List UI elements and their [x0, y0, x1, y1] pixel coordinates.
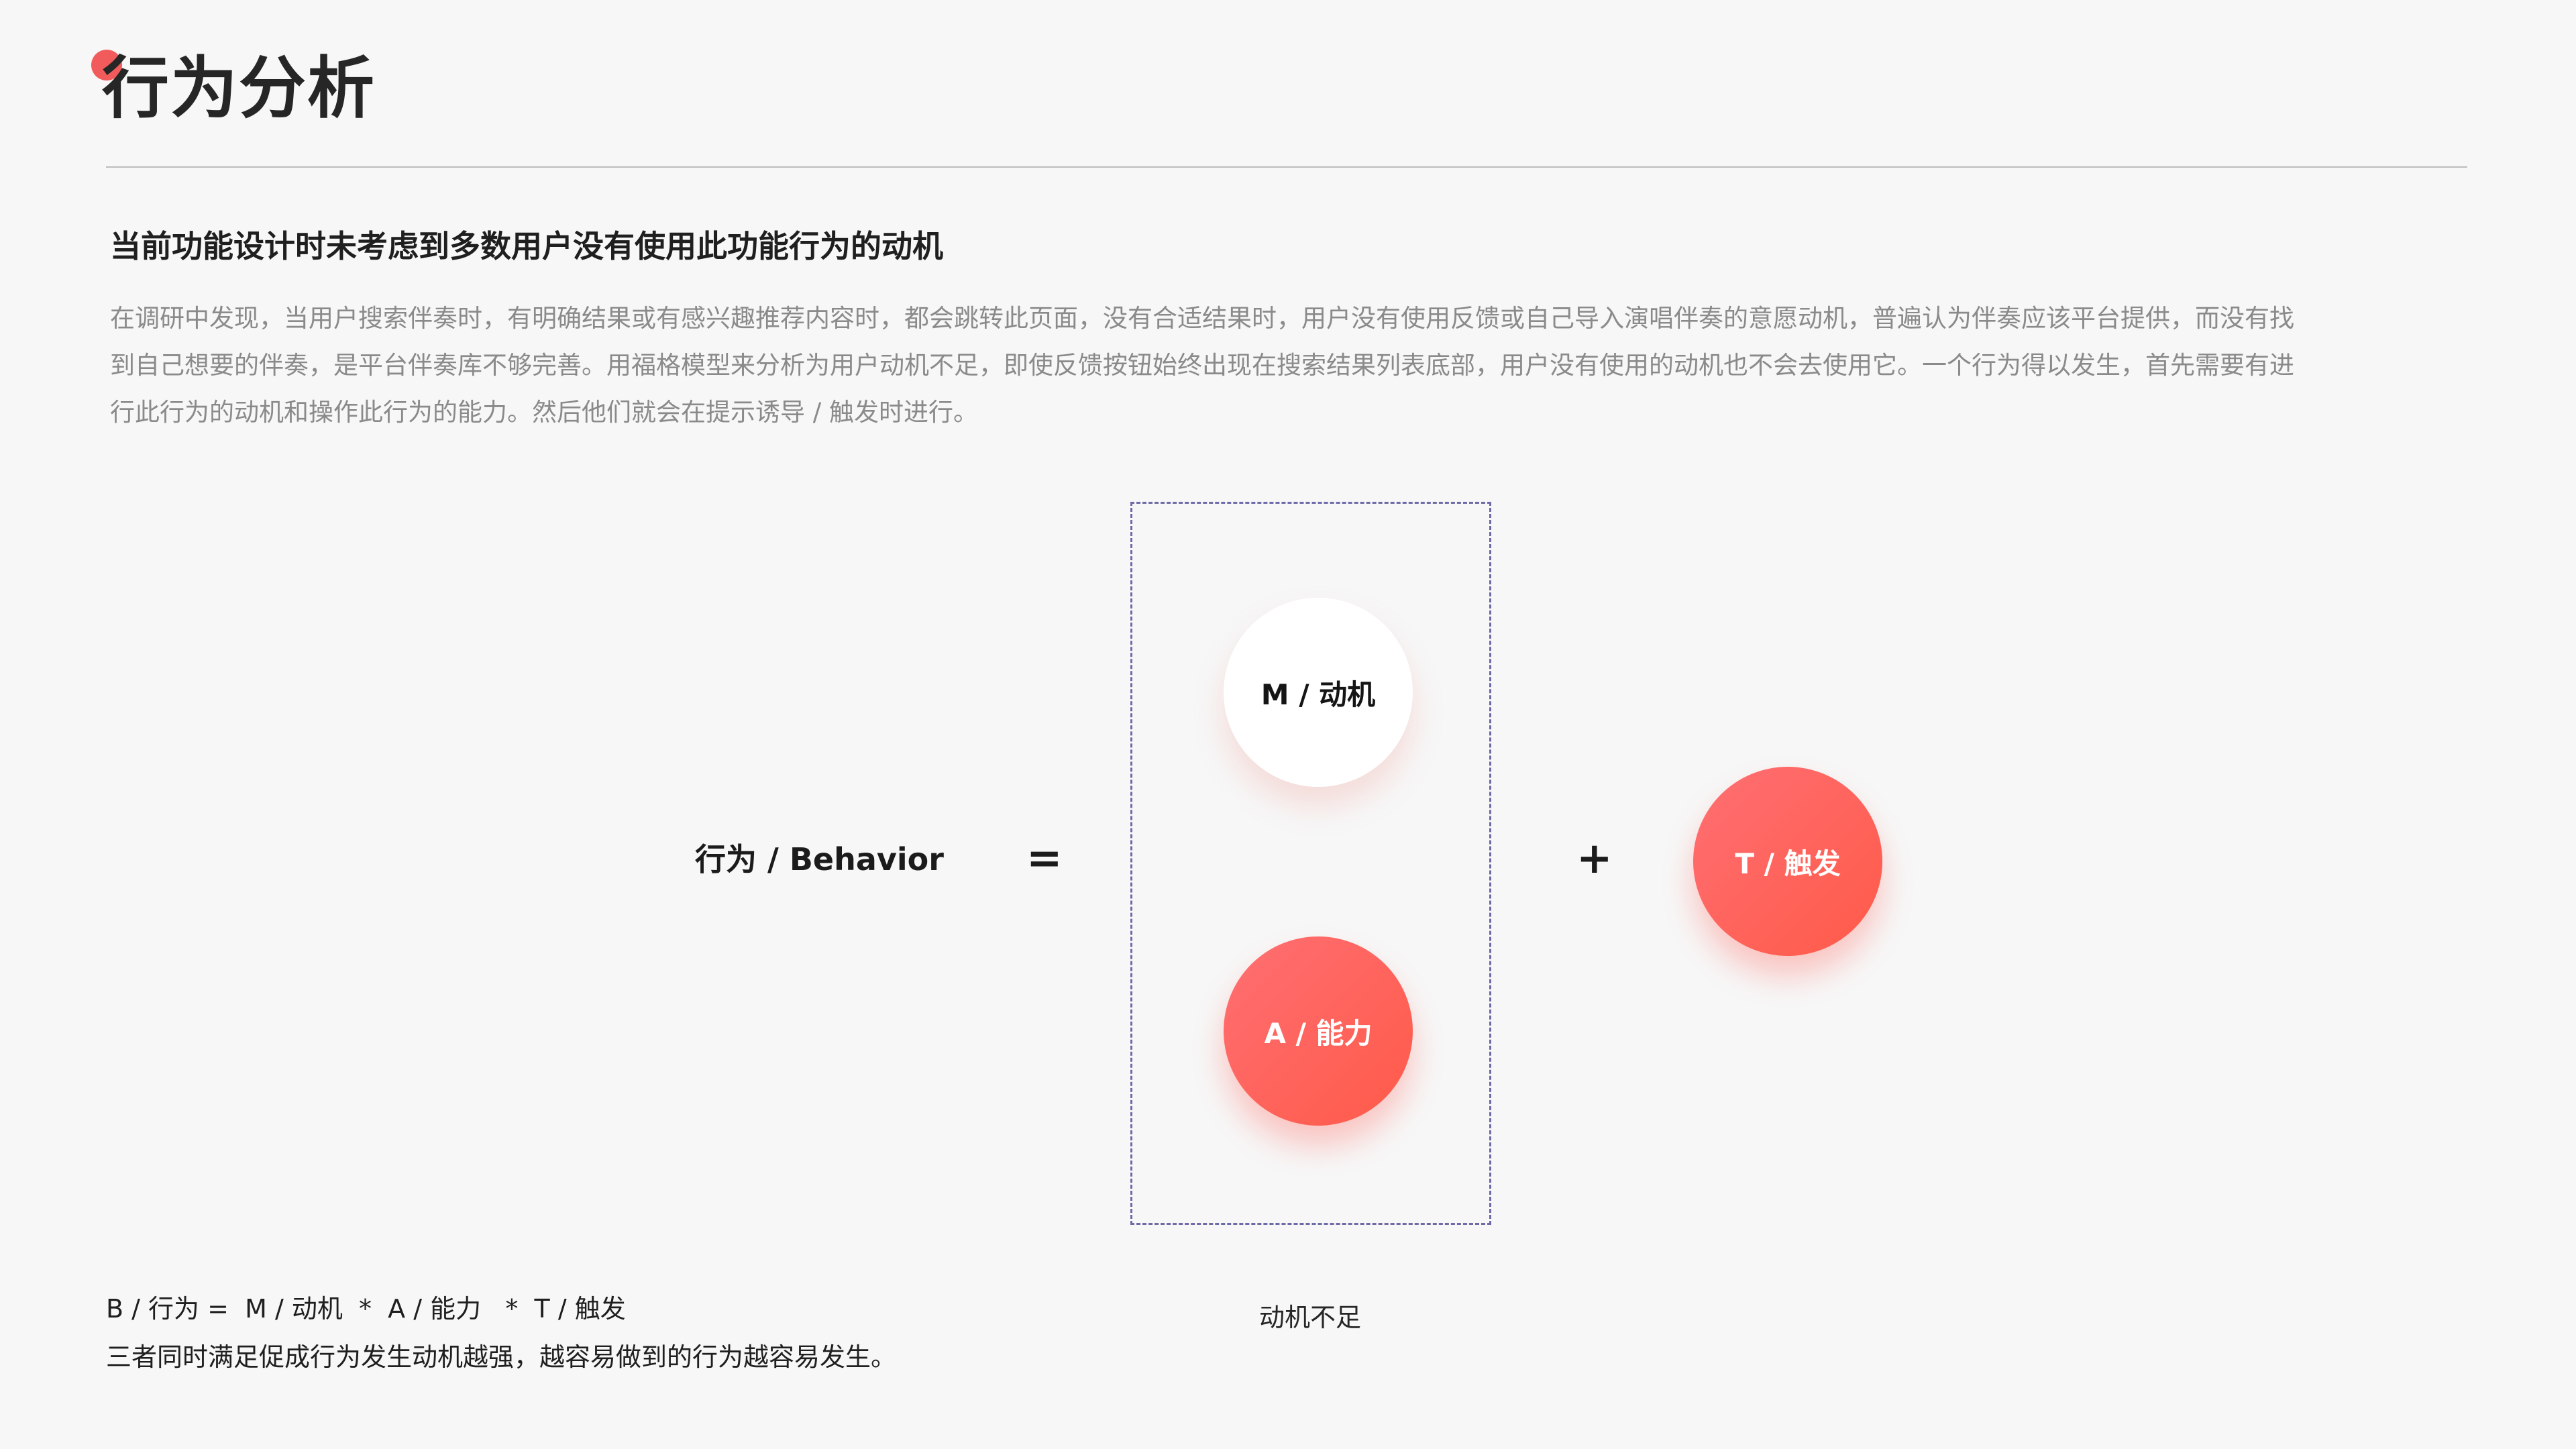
section-heading: 当前功能设计时未考虑到多数用户没有使用此功能行为的动机: [110, 228, 943, 264]
behavior-label: 行为 / Behavior: [695, 841, 944, 877]
motivation-circle: M / 动机: [1224, 598, 1413, 787]
formula-text: B / 行为 = M / 动机 * A / 能力 * T / 触发: [106, 1294, 626, 1324]
title-divider: [106, 166, 2467, 168]
equals-sign: =: [1026, 834, 1063, 883]
ability-circle: A / 能力: [1224, 936, 1413, 1126]
intro-paragraph-line: 行此行为的动机和操作此行为的能力。然后他们就会在提示诱导 / 触发时进行。: [110, 398, 978, 427]
trigger-circle: T / 触发: [1693, 767, 1882, 956]
ability-label: A / 能力: [1264, 1016, 1373, 1050]
conclusion-text: 三者同时满足促成行为发生动机越强，越容易做到的行为越容易发生。: [106, 1342, 897, 1372]
title-accent-dot: [91, 50, 122, 80]
plus-sign: +: [1576, 834, 1613, 883]
intro-paragraph-line: 在调研中发现，当用户搜索伴奏时，有明确结果或有感兴趣推荐内容时，都会跳转此页面，…: [110, 304, 2294, 333]
motivation-ability-group-box: [1130, 502, 1491, 1225]
motivation-label: M / 动机: [1260, 678, 1376, 711]
page-title: 行为分析: [102, 49, 376, 127]
intro-paragraph: 在调研中发现，当用户搜索伴奏时，有明确结果或有感兴趣推荐内容时，都会跳转此页面，…: [110, 295, 2469, 436]
trigger-label: T / 触发: [1735, 847, 1841, 880]
intro-paragraph-line: 到自己想要的伴奏，是平台伴奏库不够完善。用福格模型来分析为用户动机不足，即使反馈…: [110, 351, 2294, 380]
group-box-caption: 动机不足: [1259, 1303, 1362, 1332]
